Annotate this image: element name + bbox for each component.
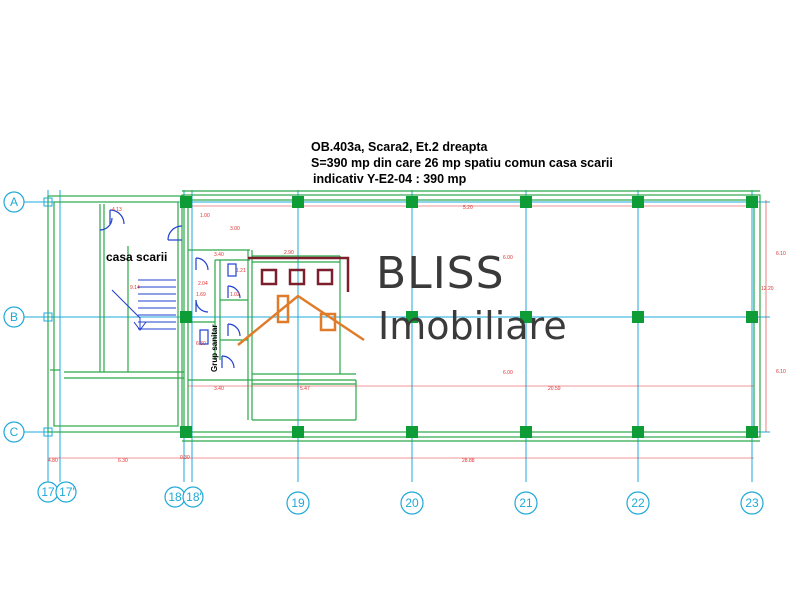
dim-text: 20.59 [548,386,561,392]
col-label-20: 20 [405,496,419,510]
dim-text: 4.80 [48,458,58,464]
dim-text: 4.13 [112,207,122,213]
row-bubbles [3,191,25,443]
col-label-17: 17 [41,485,55,499]
row-label-C: C [10,425,19,439]
plan-title-line2: S=390 mp din care 26 mp spatiu comun cas… [311,156,613,170]
dim-text: 6.10 [776,369,786,375]
bliss-logo-brand: BLISS [376,248,505,299]
dim-text: 6.00 [503,370,513,376]
dim-text: 2.04 [198,281,208,287]
dim-text: 5.20 [463,205,473,211]
column-bubbles [37,481,764,515]
plan-title-line1: OB.403a, Scara2, Et.2 dreapta [311,140,488,154]
row-label-A: A [10,195,18,209]
stair-treads [111,279,176,331]
col-label-19: 19 [291,496,305,510]
col-label-18: 18 [168,490,182,504]
row-bubble-B [3,306,25,328]
column-labels: 17 17' 18 18' 19 20 21 22 23 [41,485,759,510]
room-label-stairs: casa scarii [106,250,168,264]
dim-text: 1.00 [200,213,210,219]
col-label-22: 22 [631,496,645,510]
dim-text: 1.21 [236,268,246,274]
columns [180,196,758,438]
bliss-logo-sub: Imobiliare [378,304,567,348]
plan-title-line3: indicativ Y-E2-04 : 390 mp [313,172,467,186]
dim-text: 2.90 [284,250,294,256]
row-labels: A B C [10,195,19,439]
stair-column-markers [43,197,53,437]
dim-text: 6.30 [196,341,206,347]
dim-text: 6.10 [776,251,786,257]
col-label-18p: 18' [186,490,202,504]
col-label-17p: 17' [59,485,75,499]
dim-text: 1.02 [230,292,240,298]
bliss-logo-mark [237,256,365,346]
row-bubble-C [3,421,25,443]
dim-text: 1.69 [196,292,206,298]
dimension-lines [48,200,767,459]
doors [99,209,241,369]
row-label-B: B [10,310,18,324]
dimension-texts: 4.13 1.00 3.00 5.20 6.00 6.10 12.20 6.10… [48,205,786,464]
dim-text: 28.88 [462,458,475,464]
dim-text: 6.30 [118,458,128,464]
col-label-21: 21 [519,496,533,510]
dim-text: 3.40 [214,386,224,392]
row-bubble-A [3,191,25,213]
dim-text: 9.14 [130,285,140,291]
dim-text: 3.40 [214,252,224,258]
dim-text: 12.20 [761,286,774,292]
dim-text: 0.30 [180,455,190,461]
dim-text: 3.00 [230,226,240,232]
room-label-sanitary: Grup sanitar [210,324,219,372]
dim-text: 6.00 [503,255,513,261]
col-label-23: 23 [745,496,759,510]
dim-text: 5.47 [300,386,310,392]
